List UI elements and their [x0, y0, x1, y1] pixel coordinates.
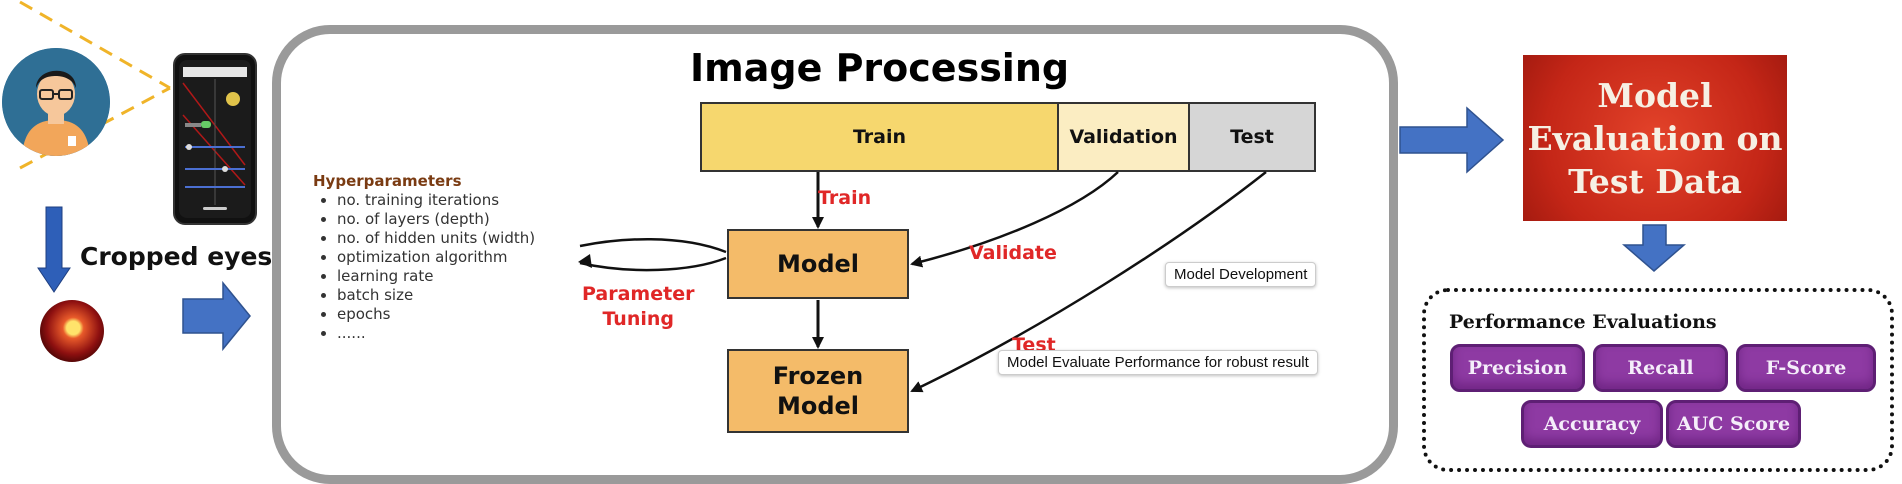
hyperparameter-item: ......: [337, 324, 535, 343]
user-avatar: [2, 48, 110, 156]
eval-line3: Test Data: [1568, 161, 1742, 201]
validation-to-model-arrow: [910, 171, 1119, 268]
test-split: Test: [1188, 102, 1316, 172]
person-icon: [2, 48, 110, 156]
view-line-top: [19, 0, 171, 90]
model-to-hyperparameters-arrow: [579, 237, 727, 254]
hyperparameter-item: no. of hidden units (width): [337, 229, 535, 248]
frozen-model-box: Frozen Model: [727, 349, 909, 433]
hyperparameter-item: no. training iterations: [337, 191, 535, 210]
model-evaluate-tag: Model Evaluate Performance for robust re…: [998, 350, 1318, 375]
parameter-tuning-label: Parameter Tuning: [582, 282, 694, 332]
hyperparameter-item: batch size: [337, 286, 535, 305]
hyperparameters-to-model-arrow: [579, 256, 727, 272]
validate-edge-label: Validate: [969, 242, 1057, 264]
down-arrow-icon-2: [1621, 224, 1687, 272]
down-arrow-icon: [37, 206, 71, 293]
eval-line2: Evaluation on: [1527, 118, 1783, 158]
performance-title: Performance Evaluations: [1449, 311, 1717, 333]
cropped-eyes-label: Cropped eyes: [80, 242, 273, 271]
hyperparameter-item: learning rate: [337, 267, 535, 286]
model-development-tag: Model Development: [1165, 262, 1317, 287]
frozen-model-line2: Model: [776, 392, 860, 420]
panel-title: Image Processing: [690, 46, 1070, 90]
validation-split: Validation: [1057, 102, 1190, 172]
metric-accuracy: Accuracy: [1521, 400, 1663, 448]
metric-auc-score: AUC Score: [1666, 400, 1801, 448]
eval-line1: Model: [1597, 75, 1713, 115]
parameter-label: Parameter: [582, 283, 695, 305]
metric-recall: Recall: [1593, 344, 1728, 392]
hyperparameters-list: Hyperparameters no. training iterations …: [313, 172, 535, 343]
model-evaluation-box: Model Evaluation on Test Data: [1523, 55, 1787, 221]
hyperparameter-item: optimization algorithm: [337, 248, 535, 267]
tuning-label: Tuning: [602, 308, 675, 330]
cropped-eye-image: [40, 300, 104, 362]
right-arrow-icon-2: [1399, 106, 1505, 174]
eye-tracking-app-icon: [179, 60, 251, 218]
hyperparameters-title: Hyperparameters: [313, 172, 462, 190]
model-box: Model: [727, 229, 909, 299]
train-edge-label: Train: [818, 187, 872, 209]
right-arrow-icon: [182, 280, 251, 352]
tuning-arrowhead: [578, 254, 592, 268]
frozen-model-line1: Frozen: [772, 362, 864, 390]
metric-precision: Precision: [1450, 344, 1585, 392]
hyperparameter-item: epochs: [337, 305, 535, 324]
train-split: Train: [700, 102, 1059, 172]
phone-screen: [173, 53, 257, 225]
metric-f-score: F-Score: [1736, 344, 1876, 392]
test-to-frozen-arrow: [910, 171, 1267, 393]
hyperparameter-item: no. of layers (depth): [337, 210, 535, 229]
